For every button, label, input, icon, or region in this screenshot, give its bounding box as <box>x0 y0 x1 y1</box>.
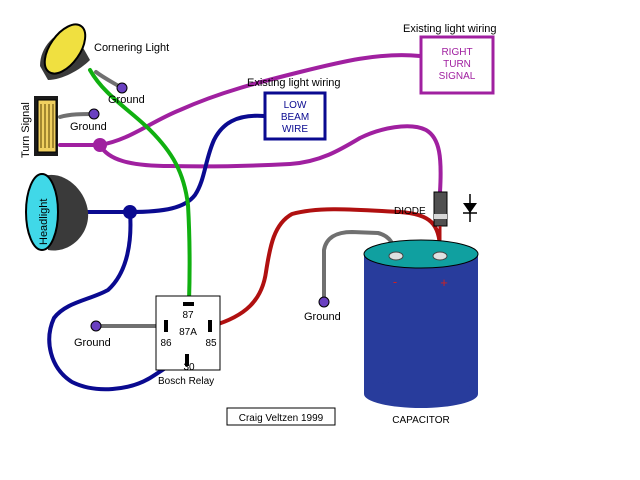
ground-label-turn-signal: Ground <box>70 121 107 133</box>
cornering-light <box>40 23 90 80</box>
capacitor-label: CAPACITOR <box>392 415 449 426</box>
ground-dot-relay <box>90 320 102 332</box>
ground-dot-capacitor <box>318 296 330 308</box>
blue-wire-to-relay-30 <box>47 210 190 392</box>
diode-symbol-icon <box>463 194 477 222</box>
relay-pin-87a: 87A <box>179 327 197 338</box>
diode-label: DIODE <box>394 206 426 217</box>
ground-dot-turn-signal <box>88 108 100 120</box>
ground-label-cornering: Ground <box>108 94 145 106</box>
purple-wire-to-diode <box>98 124 443 194</box>
credit-label: Craig Veltzen 1999 <box>239 413 324 424</box>
right-turn-line2: TURN <box>443 59 471 70</box>
headlight-label: Headlight <box>38 199 50 245</box>
right-turn-line1: RIGHT <box>441 47 472 58</box>
relay-pin-85: 85 <box>205 338 217 349</box>
headlight-lamp <box>25 173 89 251</box>
capacitor-minus-terminal <box>388 251 404 261</box>
red-wire-to-capacitor-plus <box>210 207 442 328</box>
ground-dot-cornering <box>116 82 128 94</box>
capacitor-minus-label: - <box>393 274 397 289</box>
capacitor <box>363 239 479 408</box>
capacitor-plus-label: + <box>440 275 448 290</box>
turn-signal-lamp <box>34 96 58 156</box>
purple-wire-to-right-turn-signal <box>58 53 422 147</box>
low-beam-line3: WIRE <box>282 124 308 135</box>
relay-pin-30: 30 <box>183 362 195 373</box>
relay-pin-86: 86 <box>160 338 172 349</box>
existing-wiring-label-right-turn: Existing light wiring <box>403 23 497 35</box>
low-beam-box <box>263 91 327 141</box>
diode <box>433 191 448 240</box>
purple-junction-dot <box>93 138 107 152</box>
blue-wire-to-low-beam <box>86 113 266 214</box>
ground-label-relay: Ground <box>74 337 111 349</box>
low-beam-line1: LOW <box>284 100 307 111</box>
credit-box <box>226 407 336 426</box>
capacitor-plus-terminal <box>432 251 448 261</box>
ground-label-capacitor: Ground <box>304 311 341 323</box>
relay-pin-87: 87 <box>182 310 194 321</box>
cornering-light-label: Cornering Light <box>94 42 169 54</box>
green-wire-to-relay-87 <box>88 68 192 304</box>
cornering-light-lens <box>43 23 87 75</box>
relay-name-label: Bosch Relay <box>158 376 214 387</box>
low-beam-line2: BEAM <box>281 112 309 123</box>
blue-junction-dot <box>123 205 137 219</box>
existing-wiring-label-low-beam: Existing light wiring <box>247 77 341 89</box>
right-turn-signal-box <box>419 35 495 95</box>
bosch-relay <box>155 295 221 371</box>
right-turn-line3: SIGNAL <box>439 71 476 82</box>
turn-signal-label: Turn Signal <box>20 102 32 158</box>
